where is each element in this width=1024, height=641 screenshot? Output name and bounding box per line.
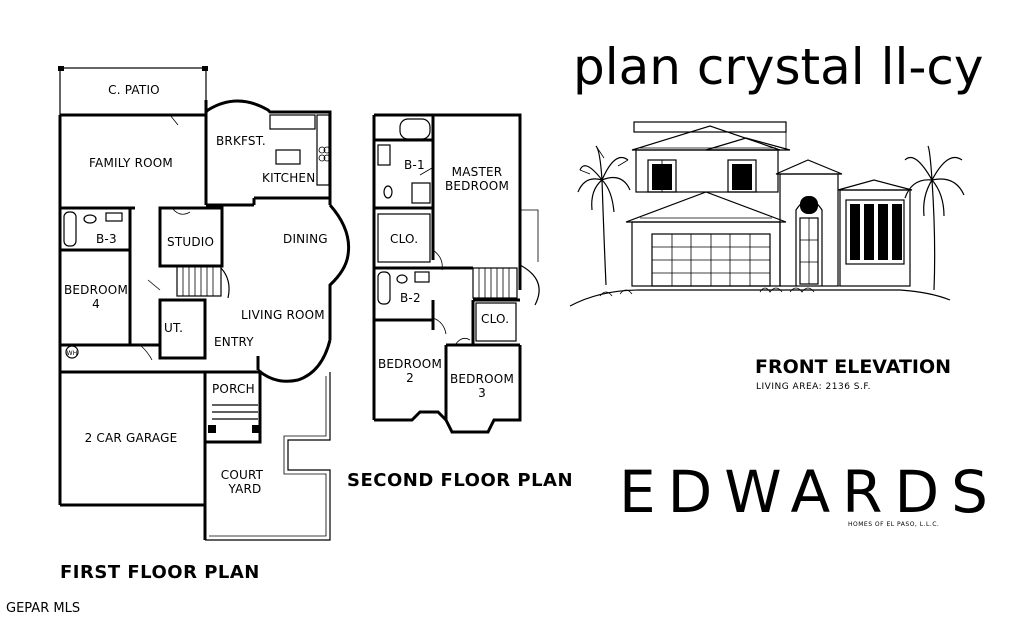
clo2-label: CLO. xyxy=(481,312,509,326)
second-floor-plan-title: SECOND FLOOR PLAN xyxy=(347,470,573,491)
garage-label: 2 CAR GARAGE xyxy=(85,431,178,445)
dining-label: DINING xyxy=(283,232,328,246)
wh-label: WH xyxy=(67,350,78,357)
c-patio-label: C. PATIO xyxy=(108,83,160,97)
edwards-logo: EDWARDS xyxy=(619,458,1000,526)
studio-label: STUDIO xyxy=(167,235,214,249)
master-bedroom-label-line1: MASTER xyxy=(452,165,503,179)
palm-tree-right xyxy=(904,145,965,291)
first-floor-walls xyxy=(60,100,208,117)
bedroom3-label-line2: 3 xyxy=(478,386,486,400)
upper-roof xyxy=(631,125,781,151)
living-area-text: LIVING AREA: 2136 S.F. xyxy=(756,382,871,392)
living-room-label: LIVING ROOM xyxy=(241,308,325,322)
court-yard-label-line2: YARD xyxy=(228,482,262,496)
bedroom4-label-line2: 4 xyxy=(92,297,100,311)
porch-label: PORCH xyxy=(212,382,255,396)
court-yard-outline xyxy=(205,372,331,541)
first-floor-plan-title: FIRST FLOOR PLAN xyxy=(60,562,260,583)
brkfst-label: BRKFST. xyxy=(216,134,266,148)
b2-label: B-2 xyxy=(400,291,421,305)
entry-tower-roof xyxy=(775,159,843,175)
bedroom2-label-line1: BEDROOM xyxy=(378,357,442,371)
family-room-label: FAMILY ROOM xyxy=(89,156,173,170)
second-floor-plan: B-1 MASTER BEDROOM CLO. B-2 CLO. BEDROOM… xyxy=(347,113,573,491)
porch-outline xyxy=(203,370,262,444)
garage-roof xyxy=(625,191,787,223)
first-floor-plan: C. PATIO FAMILY ROOM BRKFST. KITCHEN B-3… xyxy=(58,66,351,583)
master-bedroom-label-line2: BEDROOM xyxy=(445,179,509,193)
b1-label: B-1 xyxy=(404,158,425,172)
bedroom2-label-line2: 2 xyxy=(406,371,414,385)
court-yard-label-line1: COURT xyxy=(221,468,264,482)
ut-label: UT. xyxy=(164,321,183,335)
b3-label: B-3 xyxy=(96,232,117,246)
bedroom4-label-line1: BEDROOM xyxy=(64,283,128,297)
plan-title: plan crystal ll-cy xyxy=(573,38,983,96)
second-floor-stairs xyxy=(472,264,540,306)
entry-label: ENTRY xyxy=(214,335,254,349)
garage-door xyxy=(651,233,771,287)
second-floor-walls xyxy=(374,113,522,290)
first-floor-stairs xyxy=(176,265,230,299)
front-elevation-drawing xyxy=(569,121,965,307)
clo1-label: CLO. xyxy=(390,232,418,246)
front-elevation-title: FRONT ELEVATION xyxy=(755,356,951,378)
brand-tagline: HOMES OF EL PASO, L.L.C. xyxy=(848,521,939,528)
kitchen-label: KITCHEN xyxy=(262,171,315,185)
mls-watermark: GEPAR MLS xyxy=(6,601,80,616)
palm-tree-left xyxy=(577,145,631,286)
bedroom3-label-line1: BEDROOM xyxy=(450,372,514,386)
